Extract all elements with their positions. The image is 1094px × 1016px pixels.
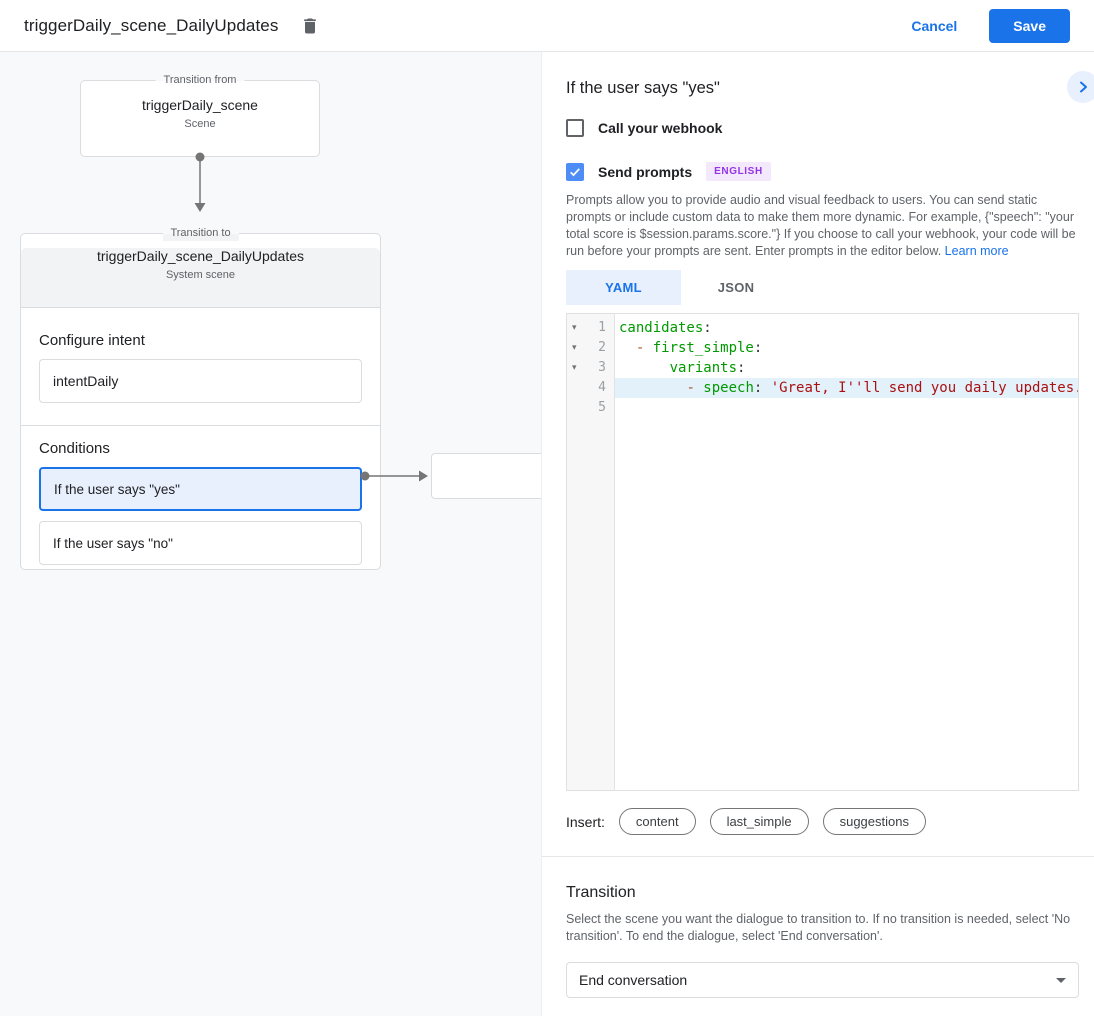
transition-target-node[interactable] [431, 453, 541, 499]
code-token [619, 360, 670, 376]
top-bar: triggerDaily_scene_DailyUpdates Cancel S… [0, 0, 1094, 52]
condition-detail-panel: If the user says "yes" Call your webhook… [541, 52, 1094, 1016]
send-prompts-label: Send prompts [598, 163, 693, 180]
insert-pill-last_simple[interactable]: last_simple [709, 808, 809, 835]
gutter-line: 4 [567, 378, 615, 398]
learn-more-link[interactable]: Learn more [944, 244, 1009, 258]
configure-intent-heading: Configure intent [39, 332, 145, 349]
panel-divider [542, 856, 1094, 857]
prompts-description: Prompts allow you to provide audio and v… [566, 193, 1076, 258]
condition-item[interactable]: If the user says "yes" [39, 467, 362, 511]
insert-row: Insert: content last_simple suggestions [566, 808, 1079, 835]
transition-heading: Transition [566, 884, 636, 901]
transition-from-node[interactable]: Transition from triggerDaily_scene Scene [80, 73, 320, 157]
code-token: : [753, 380, 771, 396]
code-line[interactable] [615, 398, 1078, 418]
code-token: : [753, 340, 763, 356]
insert-pill-content[interactable]: content [618, 808, 696, 835]
card-divider [21, 425, 380, 426]
conditions-heading: Conditions [39, 440, 110, 457]
condition-item[interactable]: If the user says "no" [39, 521, 362, 565]
code-line[interactable]: variants: [615, 358, 1078, 378]
conditions-list: If the user says "yes" If the user says "… [39, 467, 362, 565]
gutter-line[interactable]: ▾1 [567, 318, 615, 338]
insert-pill-suggestions[interactable]: suggestions [822, 808, 926, 835]
code-token: candidates [619, 320, 704, 336]
code-token: variants [669, 360, 738, 376]
gutter-line[interactable]: ▾3 [567, 358, 615, 378]
code-token [619, 340, 636, 356]
from-scene-name: triggerDaily_scene [142, 97, 258, 113]
from-scene-type: Scene [184, 118, 216, 130]
gutter-line: 5 [567, 398, 615, 418]
code-token: - [686, 380, 704, 396]
delete-button[interactable] [296, 12, 324, 40]
transition-to-legend: Transition to [162, 226, 239, 241]
gutter-line[interactable]: ▾2 [567, 338, 615, 358]
code-token: 'Great, I''ll send you daily updates.' [770, 380, 1078, 396]
to-scene-header[interactable]: triggerDaily_scene_DailyUpdates System s… [21, 248, 380, 308]
insert-pills: content last_simple suggestions [605, 808, 926, 835]
code-token: speech [703, 380, 754, 396]
line-number: 4 [598, 380, 606, 395]
to-scene-type: System scene [165, 269, 236, 281]
code-line[interactable]: - speech: 'Great, I''ll send you daily u… [615, 378, 1078, 398]
trash-icon [300, 16, 320, 36]
insert-label: Insert: [566, 813, 605, 830]
fold-arrow-icon[interactable]: ▾ [572, 363, 577, 373]
transition-description: Select the scene you want the dialogue t… [566, 912, 1071, 943]
code-token: - [635, 340, 653, 356]
tab-yaml[interactable]: YAML [566, 270, 681, 305]
intent-item[interactable]: intentDaily [39, 359, 362, 403]
fold-arrow-icon[interactable]: ▾ [572, 323, 577, 333]
code-token [619, 380, 686, 396]
to-scene-name: triggerDaily_scene_DailyUpdates [97, 248, 304, 264]
line-number: 1 [598, 320, 606, 335]
cancel-button[interactable]: Cancel [895, 10, 973, 42]
transition-dropdown-value: End conversation [579, 972, 688, 988]
collapse-panel-button[interactable] [1067, 71, 1094, 103]
language-badge: ENGLISH [706, 162, 771, 181]
panel-title: If the user says "yes" [566, 79, 720, 97]
transition-dropdown[interactable]: End conversation [566, 962, 1079, 998]
checkmark-icon [568, 165, 582, 179]
dropdown-caret-icon [1056, 977, 1066, 983]
line-number: 5 [598, 400, 606, 415]
chevron-right-icon [1075, 79, 1091, 95]
tab-json[interactable]: JSON [717, 280, 755, 295]
save-button[interactable]: Save [989, 8, 1070, 43]
page-title: triggerDaily_scene_DailyUpdates [24, 15, 279, 35]
code-token: first_simple [652, 340, 754, 356]
code-line[interactable]: - first_simple: [615, 338, 1078, 358]
transition-to-card: Transition to triggerDaily_scene_DailyUp… [20, 226, 381, 570]
scene-diagram-canvas: Transition from triggerDaily_scene Scene… [0, 52, 541, 1016]
to-scene-body: Configure intent intentDaily Conditions … [21, 332, 380, 565]
send-prompts-checkbox[interactable] [566, 162, 584, 181]
line-number: 3 [598, 360, 606, 375]
code-token: : [737, 360, 746, 376]
editor-tabs: YAML JSON [566, 270, 1079, 305]
fold-arrow-icon[interactable]: ▾ [572, 343, 577, 353]
line-number: 2 [598, 340, 606, 355]
transition-from-legend: Transition from [155, 73, 245, 88]
code-token: : [703, 320, 712, 336]
call-webhook-label: Call your webhook [598, 120, 723, 136]
code-line[interactable]: candidates: [615, 318, 1078, 338]
call-webhook-checkbox[interactable] [566, 119, 584, 137]
